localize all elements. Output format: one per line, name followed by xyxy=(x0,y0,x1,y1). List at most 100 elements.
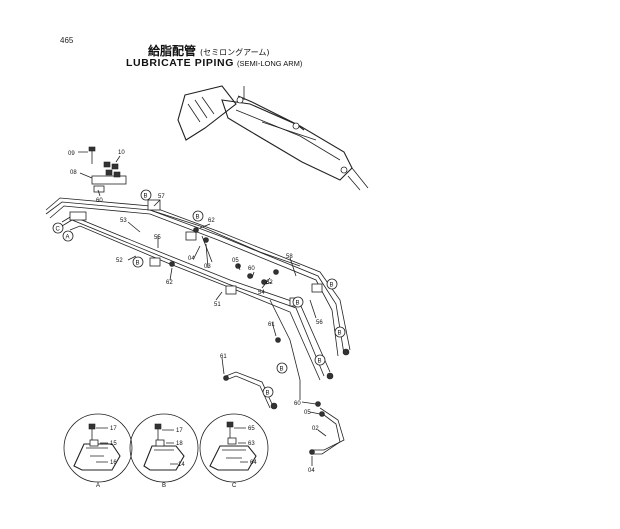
fitting-05b xyxy=(319,411,325,417)
detail-c-label-64: 64 xyxy=(250,460,257,466)
pin-3 xyxy=(340,166,348,174)
callout-b-6-text: B xyxy=(338,331,342,337)
detail-c-block xyxy=(227,437,237,445)
label-08: 08 xyxy=(70,170,77,176)
callout-b-1 xyxy=(140,189,152,201)
label-04b: 04 xyxy=(308,468,315,474)
pipe-3 xyxy=(49,205,339,357)
detail-b-label-14: 14 xyxy=(178,462,185,468)
callout-b-7-text: B xyxy=(280,367,284,373)
detail-c: 65 63 64 C xyxy=(199,413,269,489)
boom-stub xyxy=(347,167,369,191)
callout-b-5-text: B xyxy=(296,301,300,307)
callout-b-8-text: B xyxy=(318,359,322,365)
fitting-end-1 xyxy=(326,372,334,380)
arm-line xyxy=(235,109,341,161)
callout-c-main xyxy=(52,222,64,234)
pipe-drop-61 xyxy=(269,299,301,400)
fitting-04b xyxy=(309,449,315,455)
detail-a-lines xyxy=(86,447,108,457)
fitting-61b xyxy=(223,375,229,381)
arm-body xyxy=(221,99,353,181)
label-10: 10 xyxy=(118,150,125,156)
callouts-main: C A B B B B B B B B B xyxy=(52,189,346,398)
part-labels: 09 10 08 60 57 53 55 52 62 03 04 62 51 0… xyxy=(68,150,323,474)
callout-b-4-text: B xyxy=(330,283,334,289)
detail-a-label-16: 16 xyxy=(110,460,117,466)
label-61b: 61 xyxy=(220,354,227,360)
callout-b-3 xyxy=(132,256,144,268)
pipe-5 xyxy=(61,219,325,377)
pipe-02 xyxy=(312,407,345,451)
title-english: LUBRICATE PIPING(SEMI-LONG ARM) xyxy=(126,57,302,69)
detail-a-leaders xyxy=(96,427,108,463)
fitting-62b xyxy=(169,261,175,267)
callout-b-1-text: B xyxy=(144,194,148,200)
detail-b-bolt-head xyxy=(154,423,162,430)
bucket-teeth xyxy=(187,96,215,123)
label-54: 54 xyxy=(258,290,265,296)
detail-c-leaders xyxy=(234,427,248,463)
clamp-51 xyxy=(225,285,237,295)
fitting-end-3 xyxy=(270,402,278,410)
label-53: 53 xyxy=(120,218,127,224)
label-03: 03 xyxy=(204,264,211,270)
fitting-60c xyxy=(315,401,321,407)
detail-b-bracket xyxy=(143,445,185,471)
detail-c-lines xyxy=(222,449,246,459)
nut-10c xyxy=(105,169,113,176)
clamp-b2 xyxy=(149,257,161,267)
label-62a: 62 xyxy=(208,218,215,224)
fitting-04 xyxy=(203,237,209,243)
callout-b-4 xyxy=(326,278,338,290)
detail-c-caption: C xyxy=(232,483,237,489)
excavator-arm-illustration xyxy=(177,85,369,191)
label-02: 02 xyxy=(312,426,319,432)
arm-details xyxy=(243,86,317,141)
label-58: 58 xyxy=(286,254,293,260)
detail-b-block xyxy=(155,439,165,447)
label-04a: 04 xyxy=(188,256,195,262)
bucket-cylinder xyxy=(237,95,305,131)
detail-a-circle xyxy=(63,413,133,483)
label-56: 56 xyxy=(316,320,323,326)
label-62c: 62 xyxy=(266,280,273,286)
pipe-61-lower-2 xyxy=(225,375,271,409)
detail-a-caption: A xyxy=(96,483,100,489)
clamp-58 xyxy=(311,283,323,293)
clamp-57 xyxy=(147,199,161,211)
callout-b-7 xyxy=(276,362,288,374)
leader-lines-tl xyxy=(78,151,121,197)
detail-c-label-65: 65 xyxy=(248,426,255,432)
pipe-branch xyxy=(149,209,301,267)
bracket-08 xyxy=(91,175,127,185)
detail-b-circle xyxy=(129,413,199,483)
label-05b: 05 xyxy=(304,410,311,416)
callout-a-main xyxy=(62,230,74,242)
fitting-end-2 xyxy=(342,348,350,356)
callout-b-9-text: B xyxy=(266,391,270,397)
callout-b-5 xyxy=(292,296,304,308)
detail-b-leaders xyxy=(162,429,178,465)
callout-b-2-text: B xyxy=(196,215,200,221)
detail-b: 17 18 14 B xyxy=(129,413,199,489)
callout-b-2 xyxy=(192,210,204,222)
callout-c-main-text: C xyxy=(56,227,61,233)
callout-b-8 xyxy=(314,354,326,366)
detail-c-bolt-head xyxy=(226,421,234,428)
title-en-main: LUBRICATE PIPING xyxy=(126,57,234,69)
callout-a-main-text: A xyxy=(66,235,70,241)
label-55: 55 xyxy=(154,235,161,241)
detail-a-bolt-head xyxy=(88,423,96,430)
callout-b-3-text: B xyxy=(136,261,140,267)
detail-a-bracket xyxy=(73,443,121,471)
fitting-61a xyxy=(275,337,281,343)
block-c xyxy=(69,211,87,221)
detail-b-caption: B xyxy=(162,483,166,489)
nut-10d xyxy=(113,171,121,178)
block-60 xyxy=(93,185,105,193)
clamp-b1 xyxy=(185,231,197,241)
label-60: 60 xyxy=(96,198,103,204)
bucket-shape xyxy=(177,85,237,141)
